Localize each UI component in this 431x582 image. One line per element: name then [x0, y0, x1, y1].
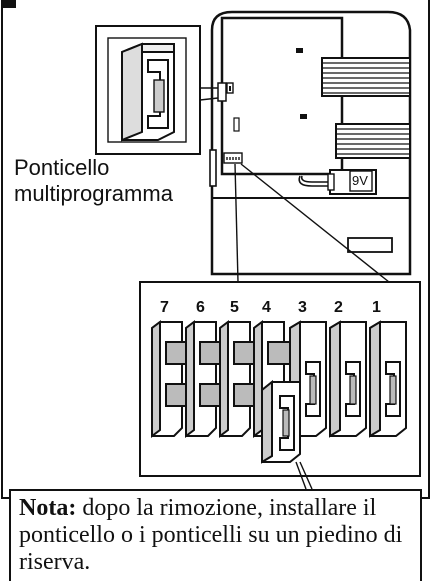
board-part [233, 117, 240, 132]
note-box: Nota: dopo la rimozione, installare il p… [9, 489, 422, 581]
pin-number-label: 4 [262, 299, 271, 316]
device-unit [209, 10, 412, 276]
battery-label: 9V [352, 173, 368, 188]
device-slot [347, 237, 393, 253]
pin-number-label: 6 [196, 299, 205, 316]
zoom-line-left [234, 163, 239, 283]
board-chip [300, 114, 307, 119]
zoom-line-right [240, 163, 390, 283]
note-pointer [295, 461, 307, 490]
removed-jumper [261, 379, 301, 464]
board-tab [217, 82, 227, 102]
header-inset [139, 281, 421, 477]
jumpered-pins [289, 320, 407, 438]
note-text: dopo la rimozione, installare il pontice… [19, 495, 403, 575]
note-pointer [299, 461, 313, 490]
jumper-inset [95, 25, 201, 155]
cropped-heading-fragment [2, 0, 16, 8]
ribbon-cable-bottom [335, 123, 411, 159]
board-chip [296, 48, 303, 53]
pin-number-label: 5 [230, 299, 239, 316]
pin-number-label: 3 [298, 299, 307, 316]
pin-number-label: 7 [160, 299, 169, 316]
jumper-label-line1: Ponticello [14, 155, 110, 180]
jumper-label-line2: multiprogramma [14, 181, 173, 206]
pin-number-label: 1 [372, 299, 381, 316]
jumper-block [121, 42, 175, 142]
pin-number-label: 2 [334, 299, 343, 316]
note-heading: Nota: [19, 495, 77, 521]
jumper-label: Ponticello multiprogramma [14, 155, 173, 207]
callout-line [199, 97, 219, 101]
ribbon-cable-top [321, 57, 411, 97]
